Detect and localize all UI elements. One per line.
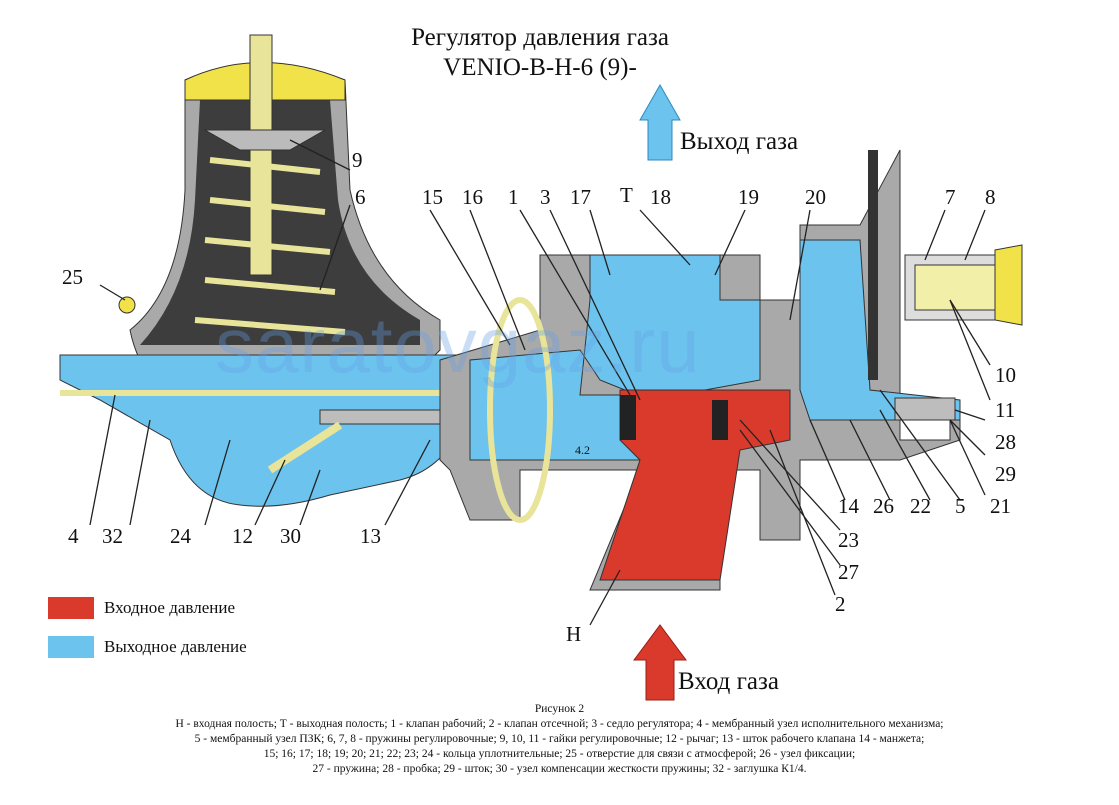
part-28: 28 <box>995 430 1016 454</box>
part-17: 17 <box>570 185 591 209</box>
spring-plate <box>203 129 327 151</box>
leader-lines <box>89 139 991 626</box>
pzk-diaphragm-5 <box>868 150 878 380</box>
watermark: saratovgaz.ru <box>215 301 701 389</box>
legend-swatch-inlet <box>48 597 94 619</box>
part-2: 2 <box>835 592 846 616</box>
part-25: 25 <box>62 265 83 289</box>
part-19: 19 <box>738 185 759 209</box>
legend-outlet-pressure: Выходное давление <box>104 637 247 656</box>
cavity-H-label: H <box>566 622 582 646</box>
legend-inlet-pressure: Входное давление <box>104 598 235 617</box>
part-22: 22 <box>910 494 931 518</box>
title-line-1: Регулятор давления газа <box>411 24 669 51</box>
vent-25 <box>118 296 136 314</box>
caption-line-4: 27 - пружина; 28 - пробка; 29 - шток; 30… <box>312 763 807 775</box>
caption-line-2: 5 - мембранный узел ПЗК; 6, 7, 8 - пружи… <box>194 733 925 745</box>
part-1: 1 <box>508 185 519 209</box>
part-6: 6 <box>355 185 366 209</box>
part-30: 30 <box>280 524 301 548</box>
pzk-cavity <box>799 239 961 421</box>
shutoff-valve-2 <box>712 400 728 440</box>
part-9: 9 <box>352 148 363 172</box>
outlet-cavity-T <box>469 254 761 461</box>
inlet-cavity-H <box>599 389 791 581</box>
part-18: 18 <box>650 185 671 209</box>
part-5: 5 <box>955 494 966 518</box>
part-7: 7 <box>945 185 956 209</box>
part-12: 12 <box>232 524 253 548</box>
plug-28 <box>894 397 956 421</box>
caption-line-1: Н - входная полость; Т - выходная полост… <box>175 718 944 730</box>
part-14: 14 <box>838 494 859 518</box>
adjust-screw <box>249 34 273 276</box>
spring-6 <box>194 157 346 335</box>
part-20: 20 <box>805 185 826 209</box>
part-32: 32 <box>102 524 123 548</box>
legend-swatch-outlet <box>48 636 94 658</box>
part-15: 15 <box>422 185 443 209</box>
spring-7-8 <box>914 264 996 311</box>
part-26: 26 <box>873 494 894 518</box>
part-21: 21 <box>990 494 1011 518</box>
part-8: 8 <box>985 185 996 209</box>
working-valve-1 <box>620 395 636 440</box>
cavity-T-label: T <box>620 183 633 207</box>
part-13: 13 <box>360 524 381 548</box>
part-16: 16 <box>462 185 483 209</box>
part-11: 11 <box>995 398 1016 422</box>
cap-yellow <box>994 244 1023 326</box>
ring-16 <box>487 297 553 523</box>
figure-label: Рисунок 2 <box>534 703 585 715</box>
part-29: 29 <box>995 462 1016 486</box>
diaphragm-4 <box>60 390 460 396</box>
part-4: 4 <box>68 524 79 548</box>
dimension-label: 4.2 <box>575 443 590 457</box>
caption-line-3: 15; 16; 17; 18; 19; 20; 21; 22; 23; 24 -… <box>263 748 856 760</box>
outlet-label: Выход газа <box>680 128 799 155</box>
part-27: 27 <box>838 560 859 584</box>
inlet-label: Вход газа <box>678 668 779 695</box>
part-24: 24 <box>170 524 191 548</box>
part-10: 10 <box>995 363 1016 387</box>
lever-12 <box>267 421 343 474</box>
title-line-2: VENIO-B-H-6 (9)- <box>443 54 637 81</box>
part-3: 3 <box>540 185 551 209</box>
inlet-arrow-icon <box>633 624 687 701</box>
outlet-arrow-icon <box>639 83 681 161</box>
part-23: 23 <box>838 528 859 552</box>
